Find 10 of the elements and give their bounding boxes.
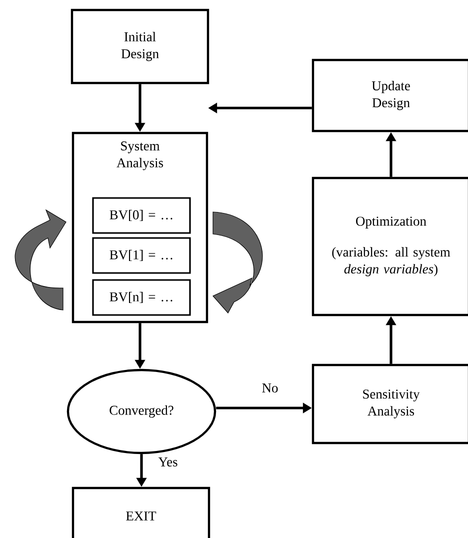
process-box: Sensitivity Analysis — [312, 364, 468, 444]
process-box: EXIT — [72, 486, 210, 538]
variable-box: BV[n] = … — [92, 279, 191, 316]
process-box: Initial Design — [70, 8, 210, 84]
edge-label: Yes — [158, 458, 178, 466]
process-box: Optimization (variables: all system design variables) — [312, 176, 468, 316]
edge-label: No — [262, 384, 278, 392]
process-box: Update Design — [312, 58, 468, 132]
variable-box: BV[1] = … — [92, 237, 191, 274]
variable-box: BV[0] = … — [92, 197, 191, 234]
